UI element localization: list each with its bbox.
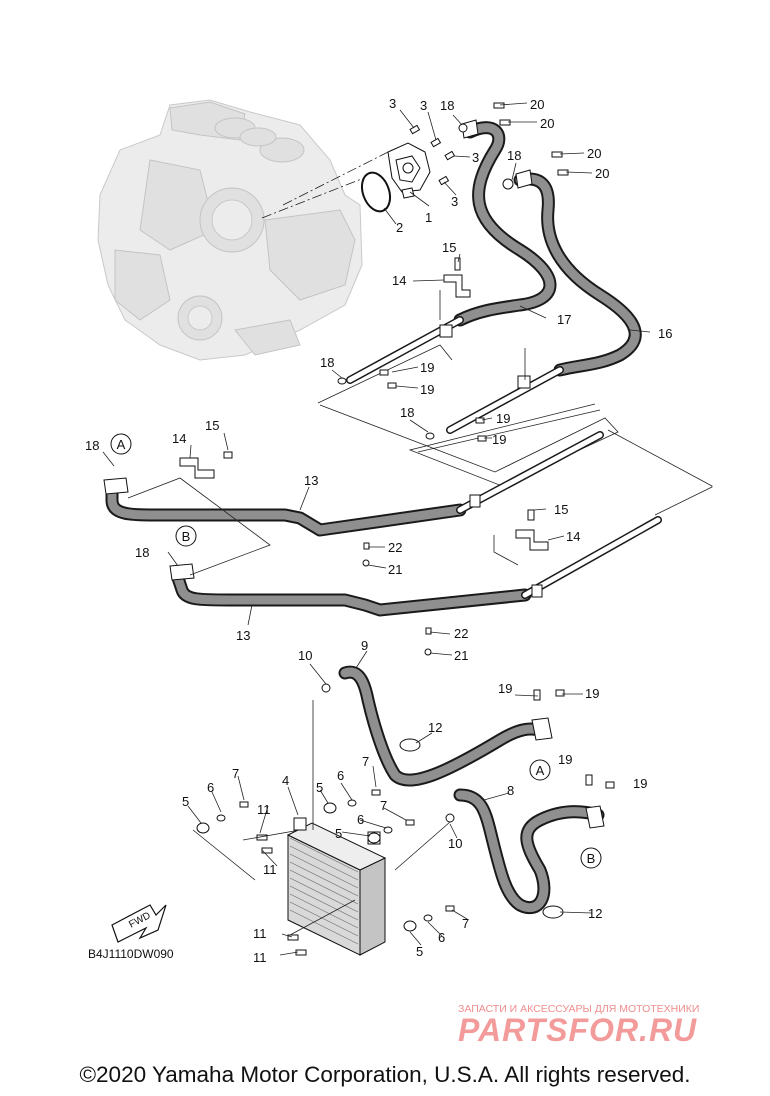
hose-flanges-upper [458,119,533,190]
callout-6: 6 [207,780,214,795]
callout-5: 5 [416,944,423,959]
marker-b-bottom: B [580,847,602,869]
clamp-14-upper [439,257,531,389]
watermark-logo: PARTSFOR.RU [458,1012,698,1048]
callout-20: 20 [530,97,544,112]
callout-6: 6 [337,768,344,783]
callout-5: 5 [335,826,342,841]
svg-text:B: B [587,851,596,866]
callout-7: 7 [232,766,239,781]
hose-17 [346,121,557,384]
callout-7: 7 [462,916,469,931]
callout-18: 18 [135,545,149,560]
callout-22: 22 [454,626,468,641]
callout-5: 5 [316,780,323,795]
callout-19: 19 [558,752,572,767]
callout-3: 3 [389,96,396,111]
callout-12: 12 [428,720,442,735]
callout-13: 13 [304,473,318,488]
callout-22: 22 [388,540,402,555]
callout-4: 4 [282,773,289,788]
hose-8 [453,788,605,914]
callout-6: 6 [357,812,364,827]
callout-7: 7 [380,798,387,813]
copyright-notice: ©2020 Yamaha Motor Corporation, U.S.A. A… [79,1062,691,1087]
callout-3: 3 [420,98,427,113]
radiator-mounts [196,789,455,956]
callout-20: 20 [595,166,609,181]
watermark-tagline: ЗАПАСТИ И АКСЕССУАРЫ ДЛЯ МОТОТЕХНИКИ [458,1003,700,1015]
callout-14: 14 [566,529,580,544]
callout-18: 18 [440,98,454,113]
callout-2: 2 [396,220,403,235]
callout-15: 15 [442,240,456,255]
callout-6: 6 [438,930,445,945]
callout-18: 18 [507,148,521,163]
callout-11: 11 [263,862,277,877]
hose-clamps-12 [399,738,564,919]
o-ring [360,171,392,213]
callout-19: 19 [498,681,512,696]
engine-block-illustration [97,99,363,361]
callout-17: 17 [557,312,571,327]
svg-text:A: A [536,763,545,778]
callout-9: 9 [361,638,368,653]
callout-14: 14 [392,273,406,288]
callout-11: 11 [253,950,267,965]
hose-16 [446,172,642,434]
pipe-flanges-mid [103,451,549,656]
callout-11: 11 [253,926,267,941]
pipe-13-upper [105,431,604,537]
callout-16: 16 [658,326,672,341]
callout-7: 7 [362,754,369,769]
svg-text:B: B [182,529,191,544]
pipe-13-lower [171,516,662,617]
callout-11: 11 [257,802,271,817]
hose-9 [338,665,547,787]
callout-21: 21 [454,648,468,663]
callout-18: 18 [85,438,99,453]
callout-13: 13 [236,628,250,643]
callout-20: 20 [587,146,601,161]
callout-21: 21 [388,562,402,577]
callout-10: 10 [448,836,462,851]
callout-19: 19 [496,411,510,426]
callout-5: 5 [182,794,189,809]
callout-19: 19 [420,382,434,397]
radiator-assembly [286,817,387,956]
callout-18: 18 [400,405,414,420]
callout-3: 3 [472,150,479,165]
callout-15: 15 [205,418,219,433]
callout-19: 19 [585,686,599,701]
marker-b-top: B [175,525,197,547]
callout-20: 20 [540,116,554,131]
callout-leaders [102,102,651,956]
bolts-mid [337,369,487,442]
diagram-code: B4J1110DW090 [88,947,174,961]
callout-8: 8 [507,783,514,798]
thermostat-housing [387,142,431,199]
callout-15: 15 [554,502,568,517]
callout-14: 14 [172,431,186,446]
forward-direction-arrow: FWD [111,904,167,943]
marker-a-bottom: A [529,759,551,781]
callout-10: 10 [298,648,312,663]
callout-1: 1 [425,210,432,225]
callout-12: 12 [588,906,602,921]
svg-text:A: A [117,437,126,452]
marker-a-top: A [110,433,132,455]
callout-19: 19 [633,776,647,791]
callout-18: 18 [320,355,334,370]
callout-19: 19 [420,360,434,375]
callout-19: 19 [492,432,506,447]
callout-labels: 3 3 3 3 18 18 20 20 20 20 1 2 15 14 17 1… [85,96,672,965]
callout-3: 3 [451,194,458,209]
